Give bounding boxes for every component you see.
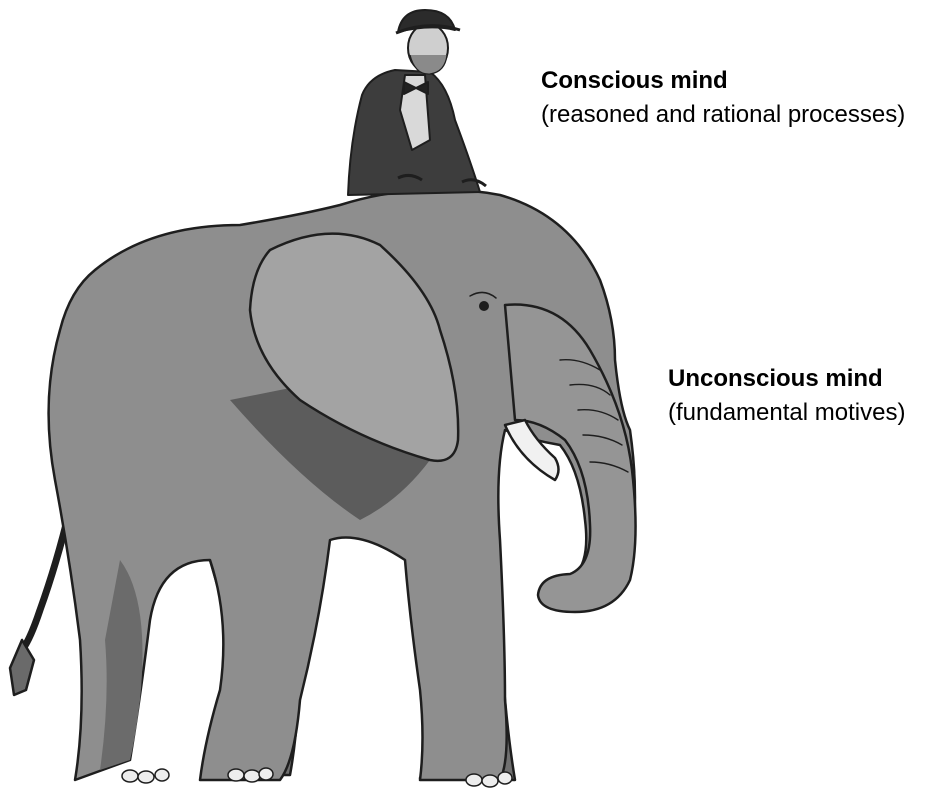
- rider: [348, 10, 486, 195]
- unconscious-mind-title: Unconscious mind: [668, 362, 905, 396]
- unconscious-mind-subtitle: (fundamental motives): [668, 396, 905, 430]
- conscious-mind-title: Conscious mind: [541, 64, 905, 98]
- unconscious-mind-label: Unconscious mind (fundamental motives): [668, 362, 905, 430]
- conscious-mind-subtitle: (reasoned and rational processes): [541, 98, 905, 132]
- conscious-mind-label: Conscious mind (reasoned and rational pr…: [541, 64, 905, 132]
- elephant: [10, 189, 636, 787]
- elephant-tail-tuft: [10, 640, 34, 695]
- elephant-eye: [479, 301, 489, 311]
